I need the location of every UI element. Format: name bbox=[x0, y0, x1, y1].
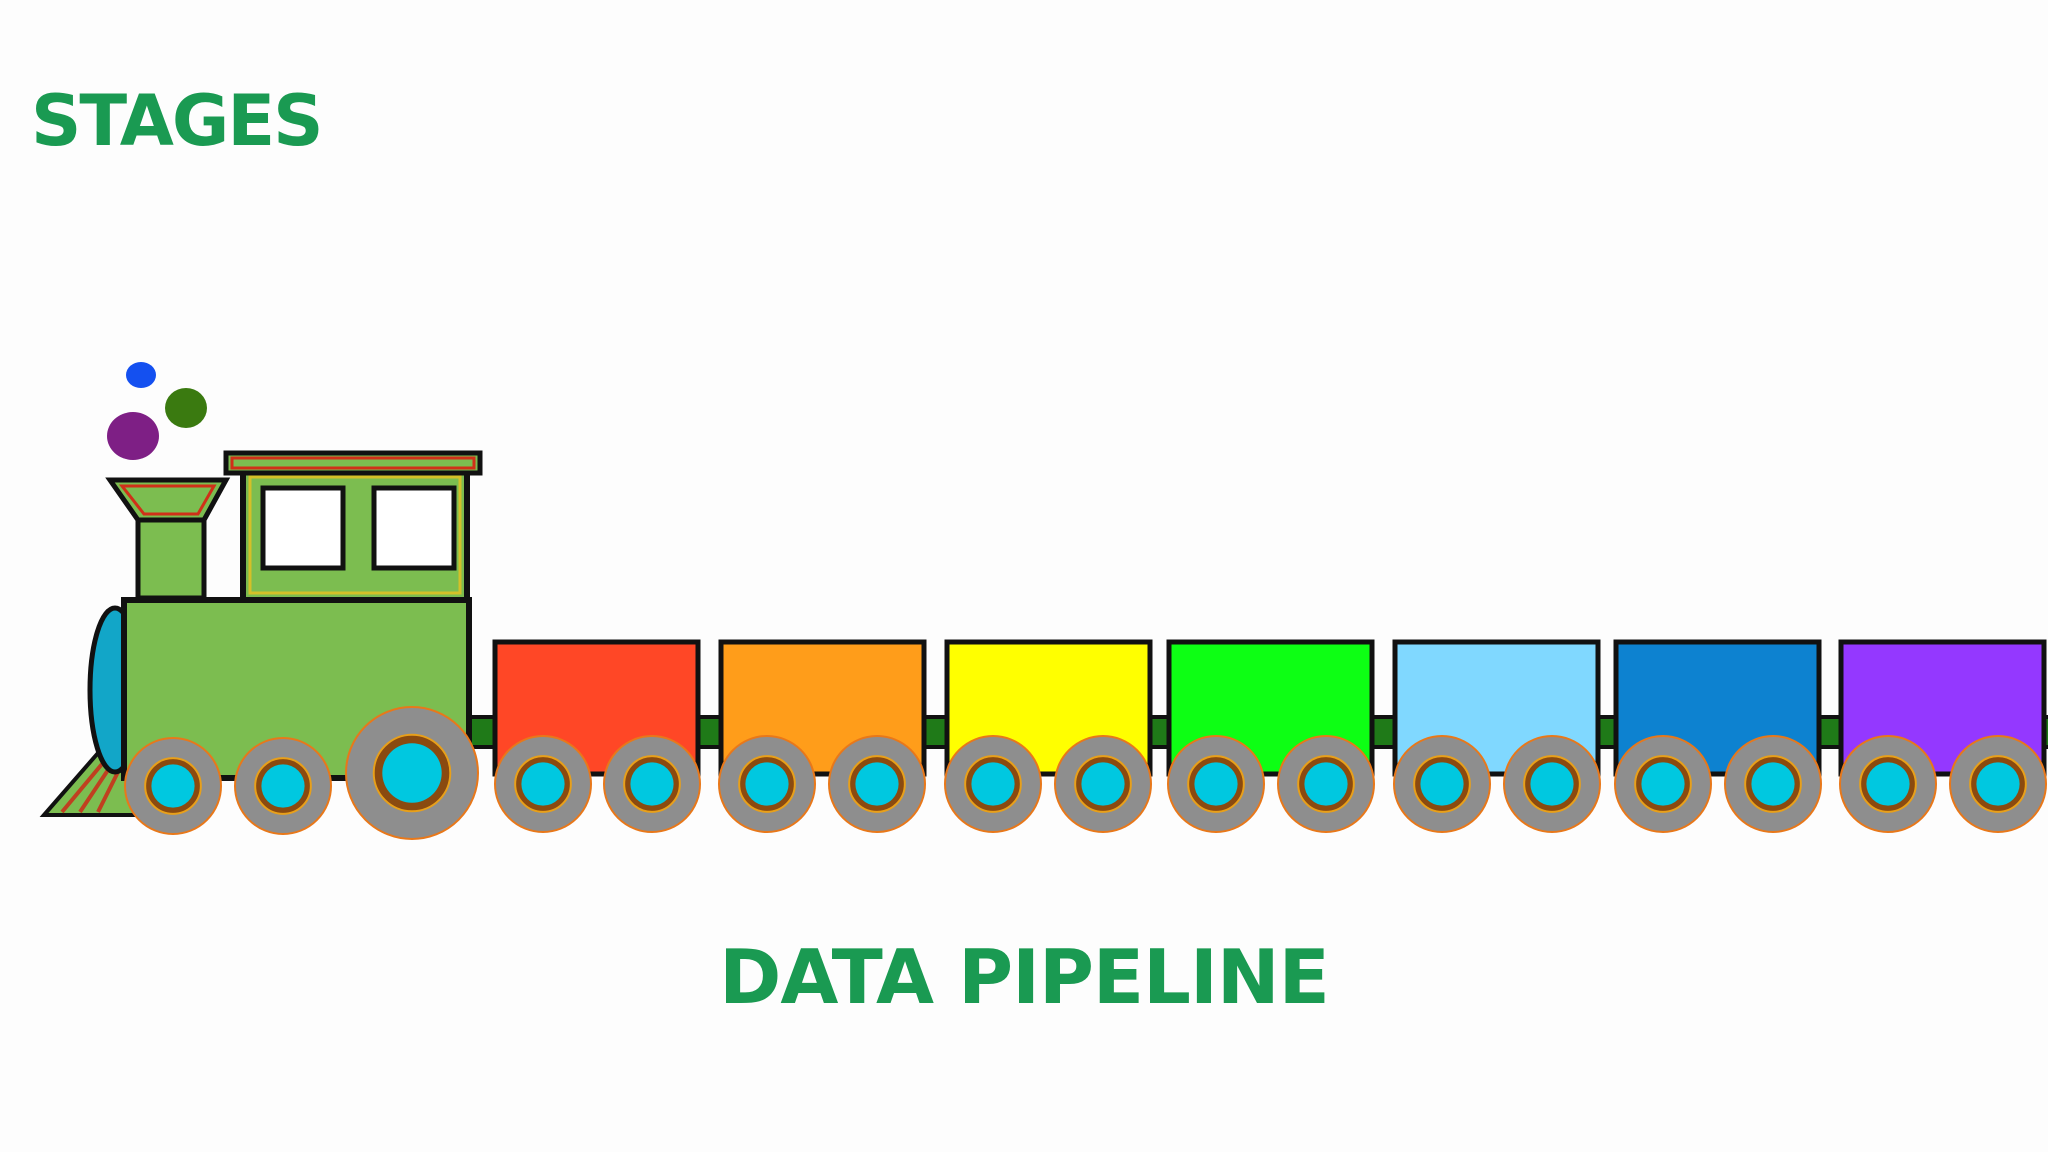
wheel-hub bbox=[261, 764, 305, 808]
wheel-hub bbox=[1641, 762, 1685, 806]
engine-wheel-front bbox=[124, 737, 222, 835]
wheel-hub bbox=[1976, 762, 2020, 806]
car-green-wheel-left bbox=[1167, 735, 1265, 833]
car-yellow-wheel-left bbox=[944, 735, 1042, 833]
car-orange-wheel-left bbox=[718, 735, 816, 833]
cab-roof bbox=[223, 450, 483, 476]
car-light-blue-wheel-left bbox=[1393, 735, 1491, 833]
wheel-hub bbox=[1081, 762, 1125, 806]
wheel-hub bbox=[151, 764, 195, 808]
car-red-wheel-right bbox=[603, 735, 701, 833]
caption-wrap: DATA PIPELINE bbox=[0, 940, 2048, 1015]
smoke-green bbox=[165, 388, 207, 428]
car-light-blue-wheel-right bbox=[1503, 735, 1601, 833]
car-yellow-wheel-right bbox=[1054, 735, 1152, 833]
chimney-stack bbox=[135, 517, 207, 601]
car-blue-wheel-left bbox=[1614, 735, 1712, 833]
car-purple-wheel-left bbox=[1839, 735, 1937, 833]
wheels bbox=[124, 706, 2047, 840]
wheel-hub bbox=[630, 762, 674, 806]
wheel-hub bbox=[1866, 762, 1910, 806]
wheel-hub bbox=[521, 762, 565, 806]
chimney-trim bbox=[118, 484, 217, 516]
car-green-wheel-right bbox=[1277, 735, 1375, 833]
engine-wheel-middle bbox=[234, 737, 332, 835]
wheel-hub bbox=[382, 743, 442, 803]
car-orange-wheel-right bbox=[828, 735, 926, 833]
wheel-hub bbox=[1751, 762, 1795, 806]
wheel-hub bbox=[1530, 762, 1574, 806]
cab-window-left bbox=[260, 485, 346, 571]
engine-wheel-drive bbox=[345, 706, 479, 840]
car-red-wheel-left bbox=[494, 735, 592, 833]
smoke-purple bbox=[107, 412, 159, 460]
smoke-puffs bbox=[107, 362, 207, 460]
cab-window-right bbox=[371, 485, 457, 571]
data-pipeline-caption: DATA PIPELINE bbox=[719, 933, 1330, 1021]
wheel-hub bbox=[855, 762, 899, 806]
wheel-hub bbox=[971, 762, 1015, 806]
wheel-hub bbox=[745, 762, 789, 806]
smoke-blue bbox=[126, 362, 156, 388]
wheel-hub bbox=[1194, 762, 1238, 806]
stages-heading: STAGES bbox=[31, 80, 324, 162]
cab-trim bbox=[248, 475, 462, 595]
car-blue-wheel-right bbox=[1724, 735, 1822, 833]
wheel-hub bbox=[1420, 762, 1464, 806]
wheel-hub bbox=[1304, 762, 1348, 806]
car-purple-wheel-right bbox=[1949, 735, 2047, 833]
roof-trim bbox=[230, 456, 476, 470]
